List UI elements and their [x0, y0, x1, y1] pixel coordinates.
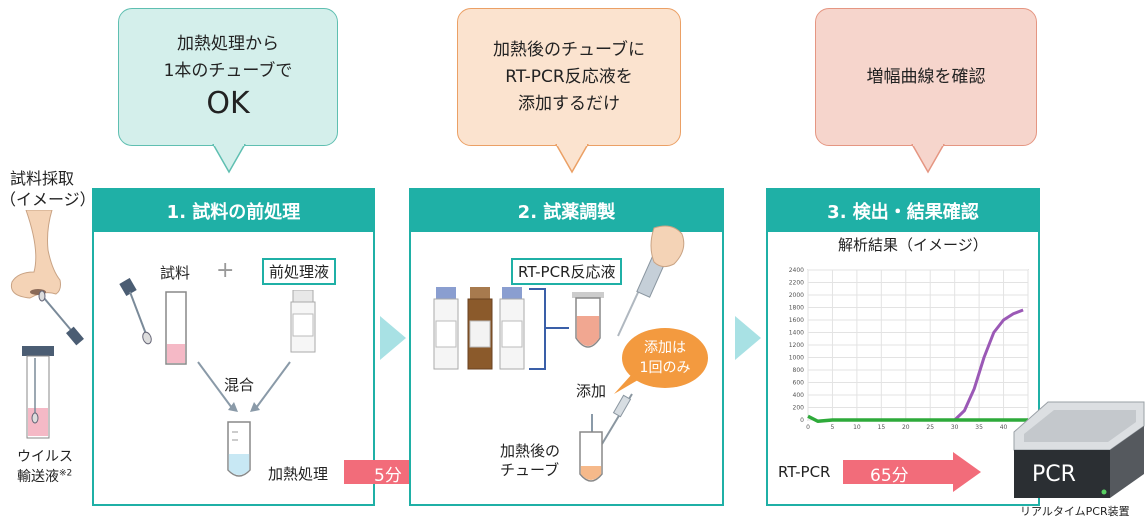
virus-label-2: 輸送液※2: [17, 466, 72, 486]
x-tick-label: 40: [1000, 424, 1008, 431]
heat-time-label: 5分: [374, 466, 402, 486]
add-once-line2: 1回のみ: [639, 360, 691, 376]
virus-label-1: ウイルス: [17, 449, 73, 465]
mix-arrows: [197, 361, 291, 412]
step-3-title: 3. 検出・結果確認: [768, 190, 1038, 232]
callout-3-tail: [911, 144, 945, 174]
callout-bubble-2: 加熱後のチューブに RT-PCR反応液を 添加するだけ: [457, 8, 681, 146]
vials-bracket: [529, 288, 569, 370]
y-tick-label: 1800: [789, 305, 804, 312]
callout-1-line1: 加熱処理から: [177, 34, 279, 54]
add-once-line1: 添加は: [644, 340, 686, 356]
step-chevron-1: [380, 316, 406, 360]
add-once-tail: [614, 374, 638, 394]
pipette-illustration: [617, 225, 685, 337]
callout-2-line1: 加熱後のチューブに: [493, 39, 645, 60]
callout-bubble-1: 加熱処理から 1本のチューブで OK: [118, 8, 338, 146]
mixed-tube: [227, 421, 251, 477]
y-tick-label: 1200: [789, 342, 804, 349]
heated-tube-label-2: チューブ: [500, 461, 560, 479]
reagent-vials: [433, 287, 525, 370]
x-tick-label: 30: [951, 424, 959, 431]
x-tick-label: 20: [902, 424, 910, 431]
reaction-tube: [572, 292, 604, 348]
pcr-device-caption: リアルタイムPCR装置: [1020, 505, 1130, 518]
y-tick-label: 400: [793, 392, 805, 399]
y-tick-label: 1600: [789, 317, 804, 324]
pretreatment-label: 前処理液: [262, 258, 337, 285]
callout-3-line1: 増幅曲線を確認: [866, 66, 986, 87]
mix-label: 混合: [224, 376, 255, 394]
sample-label: 試料: [160, 264, 191, 282]
callout-1-line3: OK: [206, 86, 250, 121]
y-tick-label: 600: [793, 380, 805, 387]
y-tick-label: 2000: [789, 292, 804, 299]
virus-label-note: ※2: [59, 468, 73, 479]
analysis-result-label: 解析結果（イメージ）: [838, 236, 988, 254]
virus-label-2-text: 輸送液: [17, 469, 59, 485]
heated-tube: [579, 431, 603, 482]
callout-2-tail: [555, 144, 589, 174]
y-tick-label: 1400: [789, 330, 804, 337]
heat-process-label: 加熱処理: [268, 465, 329, 483]
sample-collection-subtitle: （イメージ）: [0, 190, 96, 209]
step-1-title: 1. 試料の前処理: [94, 190, 373, 232]
amplification-chart: 2400220020001800160014001200100080060040…: [789, 267, 1032, 431]
add-once-callout: 添加は 1回のみ: [622, 328, 708, 388]
x-tick-label: 25: [926, 424, 934, 431]
y-tick-label: 2400: [789, 267, 804, 274]
pcr-device: [1013, 401, 1145, 498]
x-tick-label: 15: [878, 424, 886, 431]
callout-bubble-3: 増幅曲線を確認: [815, 8, 1037, 146]
swab-illustration: [119, 278, 152, 345]
callout-1-line2: 1本のチューブで: [163, 61, 293, 81]
virus-transport-tube: [22, 346, 54, 439]
nose-illustration: [10, 210, 84, 346]
callout-2-line3: 添加するだけ: [518, 93, 620, 114]
step-2-title: 2. 試薬調製: [411, 190, 722, 232]
series-line-2: [807, 414, 1028, 423]
heated-tube-label-1: 加熱後の: [500, 442, 561, 460]
y-tick-label: 1000: [789, 355, 804, 362]
add-label: 添加: [576, 382, 607, 400]
x-tick-label: 5: [831, 424, 835, 431]
y-tick-label: 2200: [789, 280, 804, 287]
series-line-1: [953, 308, 1024, 422]
step-chevron-2: [735, 316, 761, 360]
pretreatment-bottle: [290, 290, 316, 353]
callout-2-line2: RT-PCR反応液を: [505, 66, 633, 87]
add-pipette-tip: [601, 393, 633, 445]
rtpcr-time-label: 65分: [870, 466, 909, 486]
x-tick-label: 35: [975, 424, 983, 431]
x-tick-label: 0: [806, 424, 810, 431]
sample-collection-title: 試料採取: [10, 169, 75, 188]
pcr-device-text: PCR: [1032, 462, 1076, 487]
rtpcr-label: RT-PCR: [778, 463, 831, 481]
y-tick-label: 200: [793, 405, 805, 412]
rtpcr-time-arrow: [843, 452, 981, 492]
reagent-label: RT-PCR反応液: [511, 258, 623, 285]
sample-tube: [165, 291, 187, 365]
plus-sign: +: [216, 258, 235, 283]
y-tick-label: 800: [793, 367, 805, 374]
x-tick-label: 10: [853, 424, 861, 431]
callout-1-tail: [212, 144, 246, 174]
y-tick-label: 0: [800, 417, 804, 424]
